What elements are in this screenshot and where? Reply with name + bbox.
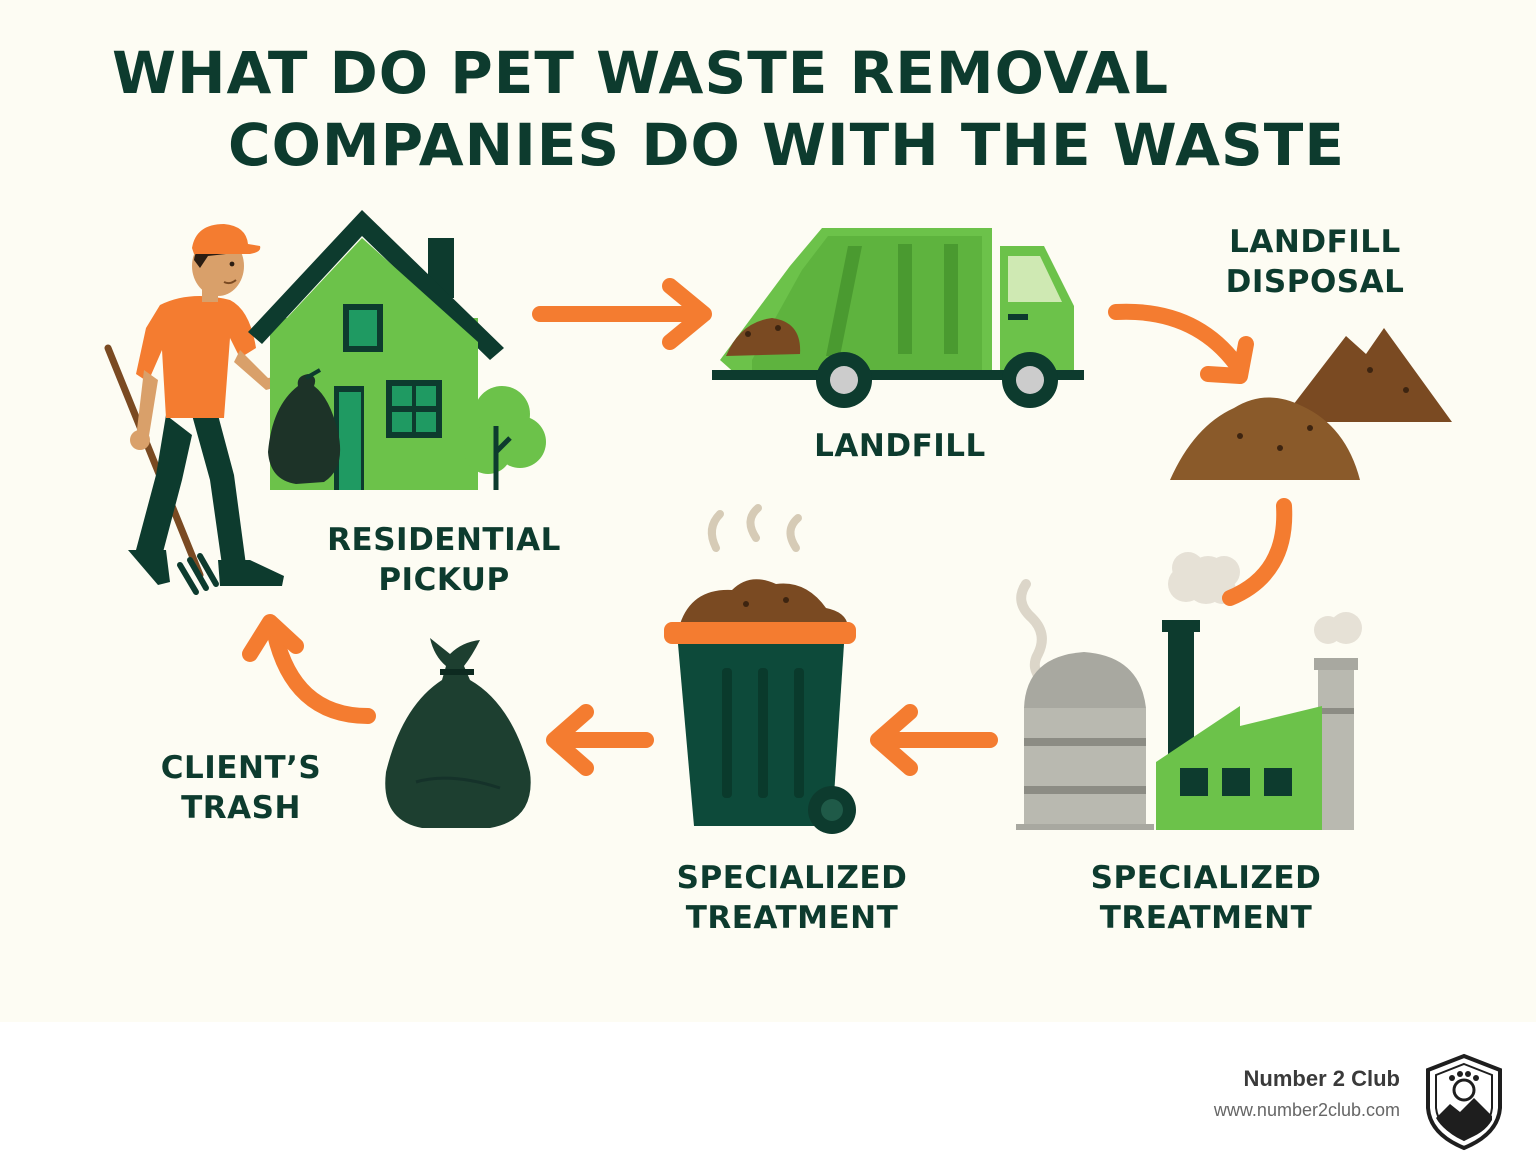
- trash-bag-icon: [385, 638, 531, 828]
- arrow-bin-to-bag: [546, 704, 654, 776]
- label-disposal-line1: LANDFILL: [1229, 224, 1401, 260]
- house-icon: [248, 210, 546, 490]
- label-disposal-line2: DISPOSAL: [1225, 264, 1405, 300]
- worker-icon: [104, 224, 286, 595]
- title-line-1: WHAT DO PET WASTE REMOVAL: [112, 39, 1170, 107]
- label-landfill-disposal: LANDFILL DISPOSAL: [1210, 222, 1420, 302]
- label-specialized-treatment-middle: SPECIALIZED TREATMENT: [664, 858, 920, 938]
- trash-bin-icon: [664, 504, 856, 834]
- brand-name: Number 2 Club: [1243, 1066, 1400, 1091]
- label-specialized-middle-line1: SPECIALIZED: [676, 860, 908, 896]
- footer: Number 2 Club www.number2club.com: [0, 1022, 1536, 1154]
- waste-pile-icon: [1170, 328, 1452, 480]
- arrow-bag-to-worker: [242, 614, 376, 724]
- title-line-2: COMPANIES DO WITH THE WASTE: [228, 111, 1345, 179]
- garbage-truck-icon: [712, 228, 1084, 408]
- label-specialized-middle-line2: TREATMENT: [685, 900, 899, 936]
- label-specialized-right-line2: TREATMENT: [1099, 900, 1313, 936]
- brand-url: www.number2club.com: [1213, 1100, 1400, 1120]
- label-landfill: LANDFILL: [800, 426, 1000, 466]
- club-logo-icon: [1426, 1053, 1502, 1151]
- label-specialized-treatment-right: SPECIALIZED TREATMENT: [1078, 858, 1334, 938]
- label-residential-line1: RESIDENTIAL: [327, 522, 561, 558]
- label-residential-pickup: RESIDENTIAL PICKUP: [324, 520, 564, 600]
- label-clients-line2: TRASH: [181, 790, 301, 826]
- label-clients-trash: CLIENT’S TRASH: [146, 748, 336, 828]
- label-residential-line2: PICKUP: [378, 562, 510, 598]
- label-landfill-line1: LANDFILL: [814, 428, 986, 464]
- label-specialized-right-line1: SPECIALIZED: [1090, 860, 1322, 896]
- label-clients-line1: CLIENT’S: [160, 750, 322, 786]
- arrow-factory-to-bin: [870, 704, 998, 776]
- arrow-disposal-to-factory: [1172, 498, 1293, 606]
- arrow-house-to-truck: [532, 278, 712, 350]
- arrow-truck-to-disposal: [1108, 303, 1254, 384]
